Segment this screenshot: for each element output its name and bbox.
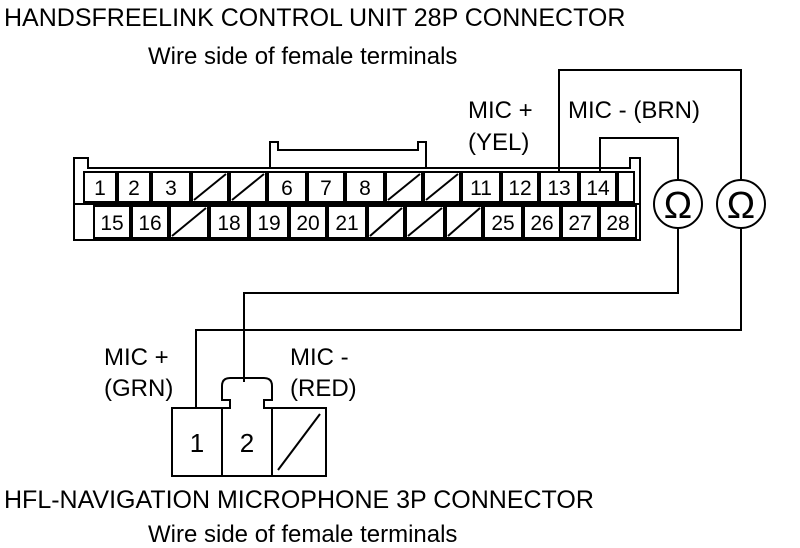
pin-cell-17-empty: [169, 205, 209, 239]
top-row1-cells: [83, 171, 635, 203]
pin-number: 15: [100, 212, 123, 235]
pin-number: 6: [281, 177, 293, 200]
pin-cell-4-empty: [191, 171, 229, 203]
empty-slash: [277, 413, 321, 471]
empty-slash: [193, 173, 227, 201]
pin-cell-12: [501, 171, 539, 203]
label-mic-plus-yel-line1: MIC +: [468, 97, 533, 124]
pin-cell-23-empty: [405, 205, 445, 239]
bottom-connector-body: [171, 377, 327, 477]
pin-cell-14: [579, 171, 617, 203]
pin-number: 20: [296, 212, 319, 235]
label-mic-minus-red-line2: (RED): [290, 375, 357, 402]
empty-slash: [369, 207, 403, 237]
label-mic-plus-yel-line2: (YEL): [468, 129, 529, 156]
pin-cell-1: [83, 171, 117, 203]
top-connector-28p: 1 2 3 6 7 8 11 12 13 14 15 16 18 19 20 2…: [73, 141, 641, 241]
pin-number: 1: [94, 177, 106, 200]
pin-cell-20: [289, 205, 327, 239]
pin-cell-21: [327, 205, 367, 239]
ohmmeter-left-circle: [653, 179, 703, 229]
ohm-icon: Ω: [727, 185, 755, 227]
pin-number: 25: [491, 212, 514, 235]
pin-cell-27: [561, 205, 599, 239]
pin-cell-26: [523, 205, 561, 239]
top-row1-labels: 1 2 3 6 7 8 11 12 13 14: [94, 177, 610, 200]
pin-cell-row1-end: [617, 171, 635, 203]
top-connector-title: HANDSFREELINK CONTROL UNIT 28P CONNECTOR: [4, 4, 625, 32]
pin-cell-15: [93, 205, 131, 239]
bottom-connector-subtitle: Wire side of female terminals: [148, 521, 457, 548]
pin-number: 13: [547, 177, 570, 200]
pin-cell-10-empty: [423, 171, 461, 203]
wire-pin14-to-meter-left: [599, 137, 679, 180]
top-connector-subtitle: Wire side of female terminals: [148, 43, 457, 70]
wire-pin13-to-meter-right: [558, 69, 742, 180]
pin-cell-6: [267, 171, 307, 203]
pin-number: 2: [240, 428, 254, 458]
pin-cell-19: [249, 205, 289, 239]
wire-meter-right-to-pin1: [195, 228, 742, 408]
pin-number: 12: [508, 177, 531, 200]
pin-cell-9-empty: [385, 171, 423, 203]
ohmmeter-right-circle: [716, 179, 766, 229]
pin-number: 2: [128, 177, 140, 200]
pin-cell-18: [209, 205, 249, 239]
pin-cell-28: [599, 205, 637, 239]
pin-number: 18: [217, 212, 240, 235]
top-row2-cells: [93, 205, 637, 239]
pin-number: 16: [138, 212, 161, 235]
pin-number: 19: [257, 212, 280, 235]
pin-cell-11: [461, 171, 501, 203]
ohm-icon: Ω: [664, 185, 692, 227]
pin-number: 3: [165, 177, 177, 200]
pin-cell-16: [131, 205, 169, 239]
pin-number: 28: [606, 212, 629, 235]
empty-slash: [447, 207, 481, 237]
label-mic-minus-brn: MIC - (BRN): [568, 97, 700, 124]
empty-slash: [171, 207, 207, 237]
empty-slash: [407, 207, 443, 237]
pin-number: 27: [568, 212, 591, 235]
pin-cell-3: [151, 171, 191, 203]
empty-slash: [387, 173, 421, 201]
wire-meter-left-to-pin2: [243, 228, 679, 382]
pin-cell-7: [307, 171, 345, 203]
top-row2-labels: 15 16 18 19 20 21 25 26 27 28: [100, 212, 629, 235]
pin-cell-22-empty: [367, 205, 405, 239]
wires: [195, 69, 742, 408]
label-mic-plus-grn-line2: (GRN): [104, 375, 173, 402]
pin-cell-5-empty: [229, 171, 267, 203]
bottom-connector-title: HFL-NAVIGATION MICROPHONE 3P CONNECTOR: [4, 486, 594, 514]
ohmmeter-left: Ω: [653, 179, 703, 229]
ohmmeter-right: Ω: [716, 179, 766, 229]
empty-slash: [231, 173, 265, 201]
label-mic-minus-red-line1: MIC -: [290, 344, 349, 371]
pin-number: 1: [190, 428, 204, 458]
pin-number: 14: [586, 177, 610, 200]
empty-slash: [425, 173, 459, 201]
top-connector-body: [73, 157, 641, 241]
top-connector-lock-tab: [269, 141, 427, 168]
pin-cell-25: [483, 205, 523, 239]
pin-number: 26: [530, 212, 553, 235]
pin-number: 21: [335, 212, 358, 235]
pin-cell-8: [345, 171, 385, 203]
pin-cell-2: [117, 171, 151, 203]
pin-cell-24-empty: [445, 205, 483, 239]
pin-number: 11: [470, 177, 492, 200]
bottom-connector-3p: 1 2: [171, 377, 327, 477]
pin-number: 8: [359, 177, 371, 200]
pin-number: 7: [320, 177, 332, 200]
label-mic-plus-grn-line1: MIC +: [104, 344, 169, 371]
